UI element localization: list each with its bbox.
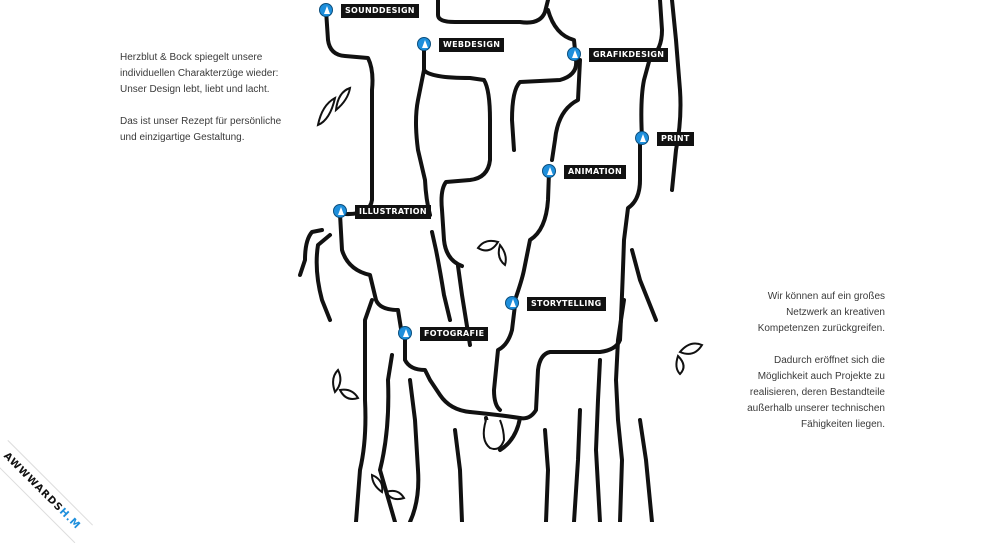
leaf-right-2 [675, 354, 685, 376]
branch-left-root-4 [378, 353, 397, 522]
leaf-mid [476, 239, 500, 252]
leaf-left-low-2 [338, 388, 360, 400]
leaf-mid-2 [497, 242, 507, 267]
branch-right-root-3 [594, 358, 602, 522]
node-label-illustration[interactable]: ILLUSTRATION [355, 205, 431, 219]
node-marker-grafikdesign[interactable] [567, 47, 581, 61]
node-label-webdesign[interactable]: WEBDESIGN [439, 38, 505, 52]
node-marker-sounddesign[interactable] [319, 3, 333, 17]
badge-sub-text: H.M [56, 506, 83, 532]
node-marker-illustration[interactable] [333, 204, 347, 218]
branch-sounddesign [324, 8, 375, 217]
branch-illustration [338, 212, 404, 337]
branch-right-root-2 [614, 298, 626, 522]
branch-right-top [670, 0, 683, 192]
tree-diagram [298, 0, 704, 522]
intro-paragraph-1: Herzblut & Bock spiegelt unsere individu… [120, 52, 279, 95]
leaf-left-top [316, 96, 337, 127]
leaf-bottom-2 [384, 489, 406, 501]
branch-web-left [414, 68, 432, 217]
node-label-grafikdesign[interactable]: GRAFIKDESIGN [589, 48, 669, 62]
network-paragraph-1: Wir können auf ein großes Netzwerk an kr… [757, 291, 885, 334]
branch-fotografie-down [403, 334, 472, 414]
branch-center-low-2 [543, 428, 550, 522]
node-marker-fotografie[interactable] [398, 326, 412, 340]
branch-left-root [298, 228, 324, 277]
leaf-bottom [370, 473, 384, 494]
leaves [316, 86, 704, 501]
branch-web-root [430, 230, 452, 322]
branch-center-low [453, 428, 464, 522]
intro-paragraph-2: Das ist unser Rezept für persönliche und… [120, 116, 282, 143]
leaf-left-top-2 [334, 86, 352, 113]
branch-left-root-2 [314, 233, 332, 322]
node-marker-animation[interactable] [542, 164, 556, 178]
node-label-fotografie[interactable]: FOTOGRAFIE [420, 327, 489, 341]
branch-left-root-5 [408, 378, 421, 522]
branch-center-root-2 [498, 416, 522, 452]
branch-right-root-5 [638, 418, 654, 522]
branch-print [639, 0, 664, 140]
branch-storytelling [492, 303, 517, 412]
branch-right-root-4 [572, 408, 582, 522]
leaf-right [678, 342, 704, 355]
branch-left-root-3 [354, 298, 374, 522]
branch-animation [513, 170, 551, 302]
branch-anim-up [550, 58, 582, 162]
droplet [482, 419, 506, 450]
network-text: Wir können auf ein großes Netzwerk an kr… [735, 289, 885, 449]
leaf-left-low [332, 368, 342, 394]
node-marker-print[interactable] [635, 131, 649, 145]
network-paragraph-2: Dadurch eröffnet sich die Möglichkeit au… [747, 355, 885, 430]
node-label-storytelling[interactable]: STORYTELLING [527, 297, 606, 311]
branch-grafik [510, 8, 579, 152]
node-label-animation[interactable]: ANIMATION [564, 165, 627, 179]
branch-webdesign [422, 40, 492, 268]
node-label-print[interactable]: PRINT [657, 132, 694, 146]
node-marker-storytelling[interactable] [505, 296, 519, 310]
branch-right-root [630, 248, 658, 322]
node-marker-webdesign[interactable] [417, 37, 431, 51]
branch-top-center [436, 0, 550, 25]
intro-text: Herzblut & Bock spiegelt unsere individu… [120, 50, 300, 162]
node-label-sounddesign[interactable]: SOUNDDESIGN [341, 4, 419, 18]
